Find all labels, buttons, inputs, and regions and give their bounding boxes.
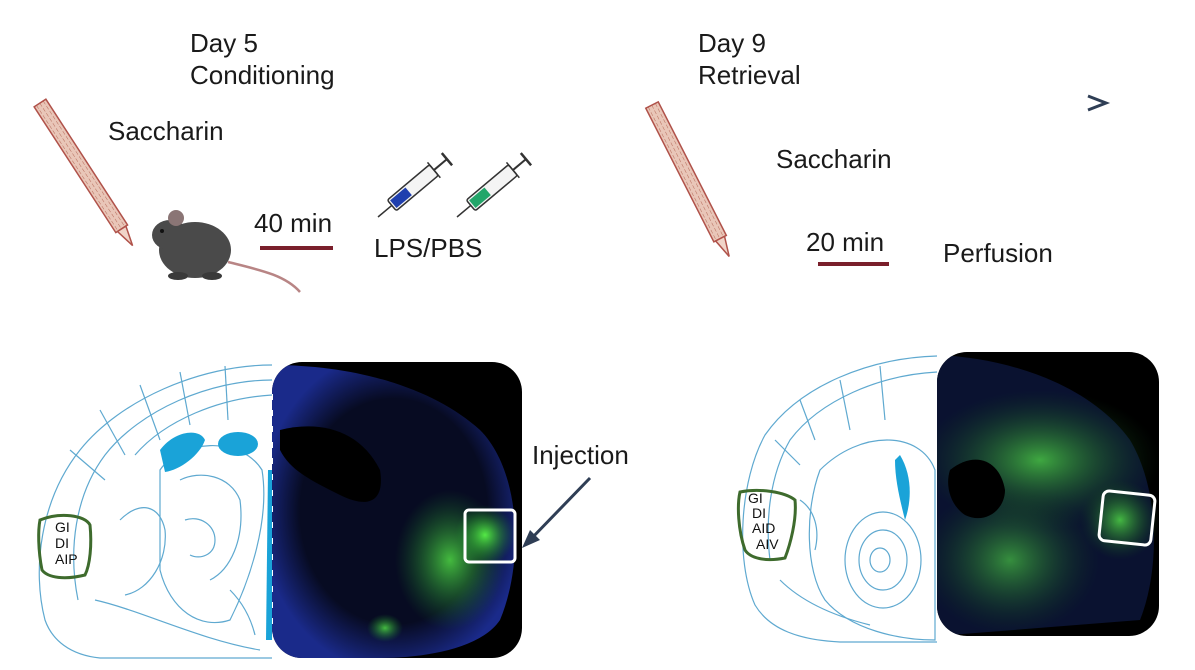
timeline-arrow [40,94,1111,112]
retrieval-label: Retrieval [698,60,801,90]
duration-label-20: 20 min [806,227,885,257]
brain-section-right [937,352,1159,636]
day9-label: Day 9 [698,28,766,58]
lps-pbs-label: LPS/PBS [374,233,483,263]
ventricle-left [160,432,272,640]
injection-site-box-left [463,508,517,564]
perfusion-label: Perfusion [943,238,1053,268]
saccharin-label-conditioning: Saccharin [108,116,224,146]
brain-atlas-right [742,355,938,643]
pipette-icon [33,98,134,247]
region-label-gi-right: GI [748,490,763,506]
injection-site-box-right [1097,489,1157,547]
mouse-icon [152,210,301,293]
duration-label-40: 40 min [254,208,333,238]
region-label-aiv-right: AIV [756,536,779,552]
injection-callout-arrow [522,476,592,548]
region-label-di-left: DI [55,535,69,551]
injection-label: Injection [532,440,629,470]
region-label-aip-left: AIP [55,551,78,567]
conditioning-label: Conditioning [190,60,335,90]
ventricle-right [895,455,910,520]
region-label-gi-left: GI [55,519,70,535]
syringe-lps-icon [377,152,454,218]
region-outline-left [37,513,93,580]
region-label-di-right: DI [752,505,766,521]
pipette-retrieval-icon [644,100,730,257]
brain-atlas-left [38,364,273,659]
saccharin-label-retrieval: Saccharin [776,144,892,174]
syringe-pbs-icon [456,152,533,218]
region-outline-right [736,488,797,562]
day5-label: Day 5 [190,28,258,58]
region-label-aid-right: AID [752,520,776,536]
